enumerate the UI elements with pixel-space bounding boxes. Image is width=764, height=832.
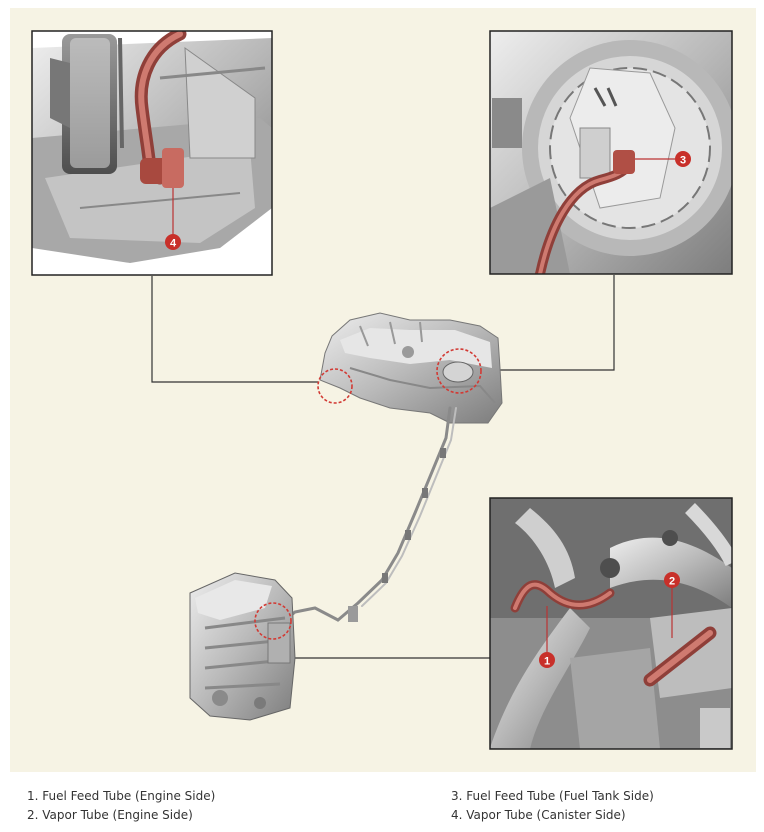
fuel-tank-illustration — [317, 312, 503, 424]
diagram-figure: 4 3 1 2 — [10, 8, 756, 772]
detail-inset-engine-side — [490, 498, 732, 749]
callout-badge-3 — [675, 151, 691, 167]
callout-badge-2 — [664, 572, 680, 588]
callout-3: 3 — [680, 155, 686, 167]
inset-frame-4 — [31, 30, 273, 276]
leader-lines — [151, 275, 615, 659]
engine-illustration — [189, 572, 296, 721]
highlight-circle-engine-port — [254, 602, 292, 640]
leader-line-inset-3 — [478, 275, 615, 371]
callout-1: 1 — [544, 656, 550, 668]
legend-item-2: 2. Vapor Tube (Engine Side) — [27, 808, 193, 822]
legend-item-4: 4. Vapor Tube (Canister Side) — [451, 808, 626, 822]
fuel-line-assembly — [280, 406, 457, 625]
inset-frame-1-2 — [489, 497, 733, 750]
callout-4: 4 — [170, 238, 177, 250]
detail-inset-fuel-feed-tank-side — [490, 31, 732, 274]
callout-2: 2 — [669, 576, 675, 588]
legend-item-1: 1. Fuel Feed Tube (Engine Side) — [27, 789, 216, 803]
leader-line-inset-4 — [151, 276, 318, 383]
legend-left: 1. Fuel Feed Tube (Engine Side) 2. Vapor… — [27, 787, 215, 825]
legend-right: 3. Fuel Feed Tube (Fuel Tank Side) 4. Va… — [451, 787, 654, 825]
highlight-circle-tank-port — [436, 348, 482, 394]
legend-item-3: 3. Fuel Feed Tube (Fuel Tank Side) — [451, 789, 654, 803]
highlight-circle-canister — [317, 368, 353, 404]
callout-badge-4 — [165, 234, 181, 250]
detail-inset-vapor-tube-canister — [32, 31, 272, 275]
inset-frame-3 — [489, 30, 733, 275]
callout-badge-1 — [539, 652, 555, 668]
